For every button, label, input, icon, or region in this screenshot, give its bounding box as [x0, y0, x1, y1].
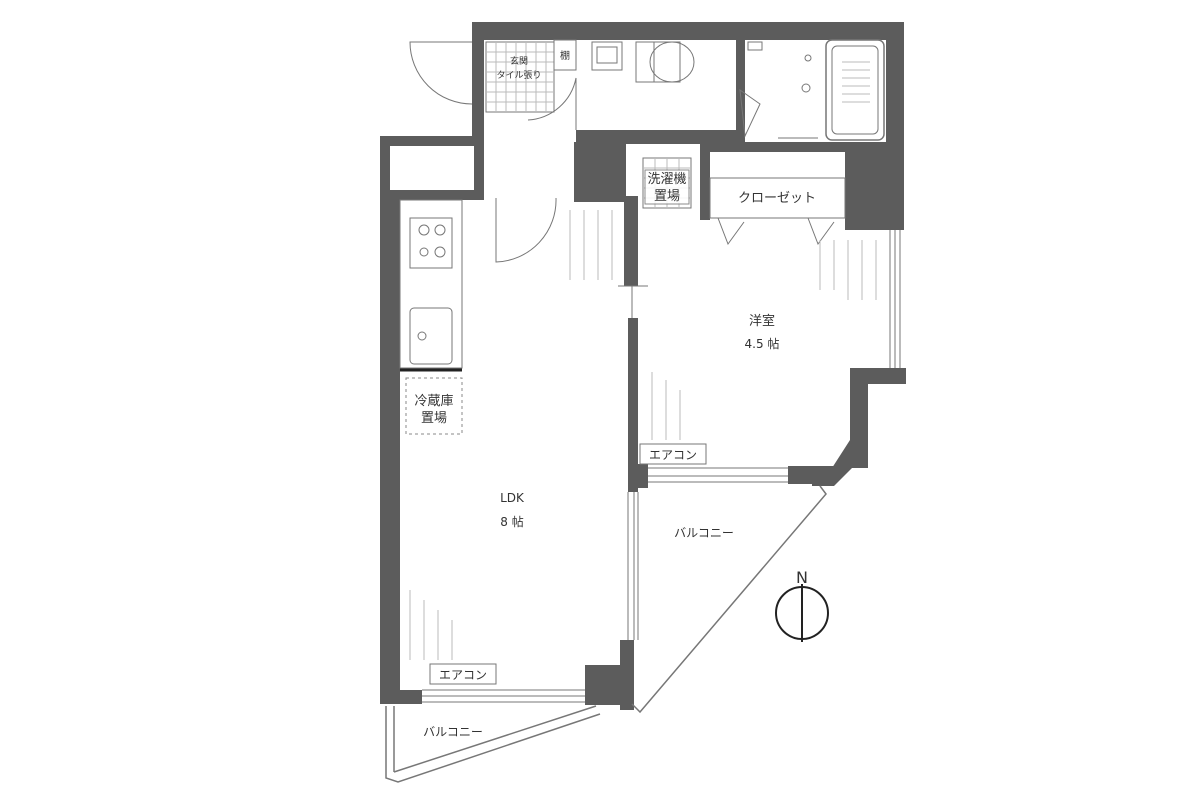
aircon-bottom-label: エアコン [439, 668, 487, 682]
toilet-bowl [649, 41, 695, 83]
fridge-place-label: 置場 [421, 411, 447, 426]
bathtub-mat [842, 61, 870, 103]
washbasin [591, 41, 623, 71]
entrance-tile-grid [486, 42, 554, 112]
kitchen-sink [409, 307, 453, 365]
toilet-tank [635, 41, 655, 83]
closet-label: クローゼット [738, 191, 816, 206]
fridge-label: 冷蔵庫 [414, 394, 453, 409]
western-room-size: 4.5 帖 [745, 336, 780, 351]
aircon-top-label: エアコン [649, 448, 697, 462]
closet-door-left [717, 217, 745, 246]
entrance-tile-label: タイル張り [496, 70, 541, 81]
toilet-door [739, 88, 761, 138]
closet-box [709, 177, 846, 219]
ldk-door-swing [495, 197, 557, 263]
fridge-area [405, 377, 463, 435]
washer-label: 洗濯機 [647, 172, 686, 187]
stove [409, 217, 453, 269]
ldk-label: LDK [500, 491, 525, 505]
entrance-label: 玄関 [510, 55, 528, 67]
compass-label: N [796, 568, 808, 587]
balcony-bottom-label: バルコニー [423, 725, 483, 739]
floor-lines [409, 210, 877, 660]
ldk-size: 8 帖 [500, 514, 523, 529]
entrance-door-swing [409, 41, 473, 105]
inner-door-swing [527, 77, 577, 130]
labels: 玄関 タイル張り 棚 洗濯機 置場 クローゼット 洋室 4.5 帖 冷蔵庫 置場… [414, 49, 816, 739]
western-room-label: 洋室 [749, 313, 775, 329]
balcony-right-label: バルコニー [674, 526, 734, 540]
shelf-label: 棚 [560, 49, 570, 62]
bathtub [825, 39, 885, 141]
kitchen-counter [399, 199, 463, 369]
closet-door-right [807, 217, 835, 246]
north-arrow-icon: N [775, 568, 829, 642]
washer-place-label: 置場 [654, 189, 680, 204]
